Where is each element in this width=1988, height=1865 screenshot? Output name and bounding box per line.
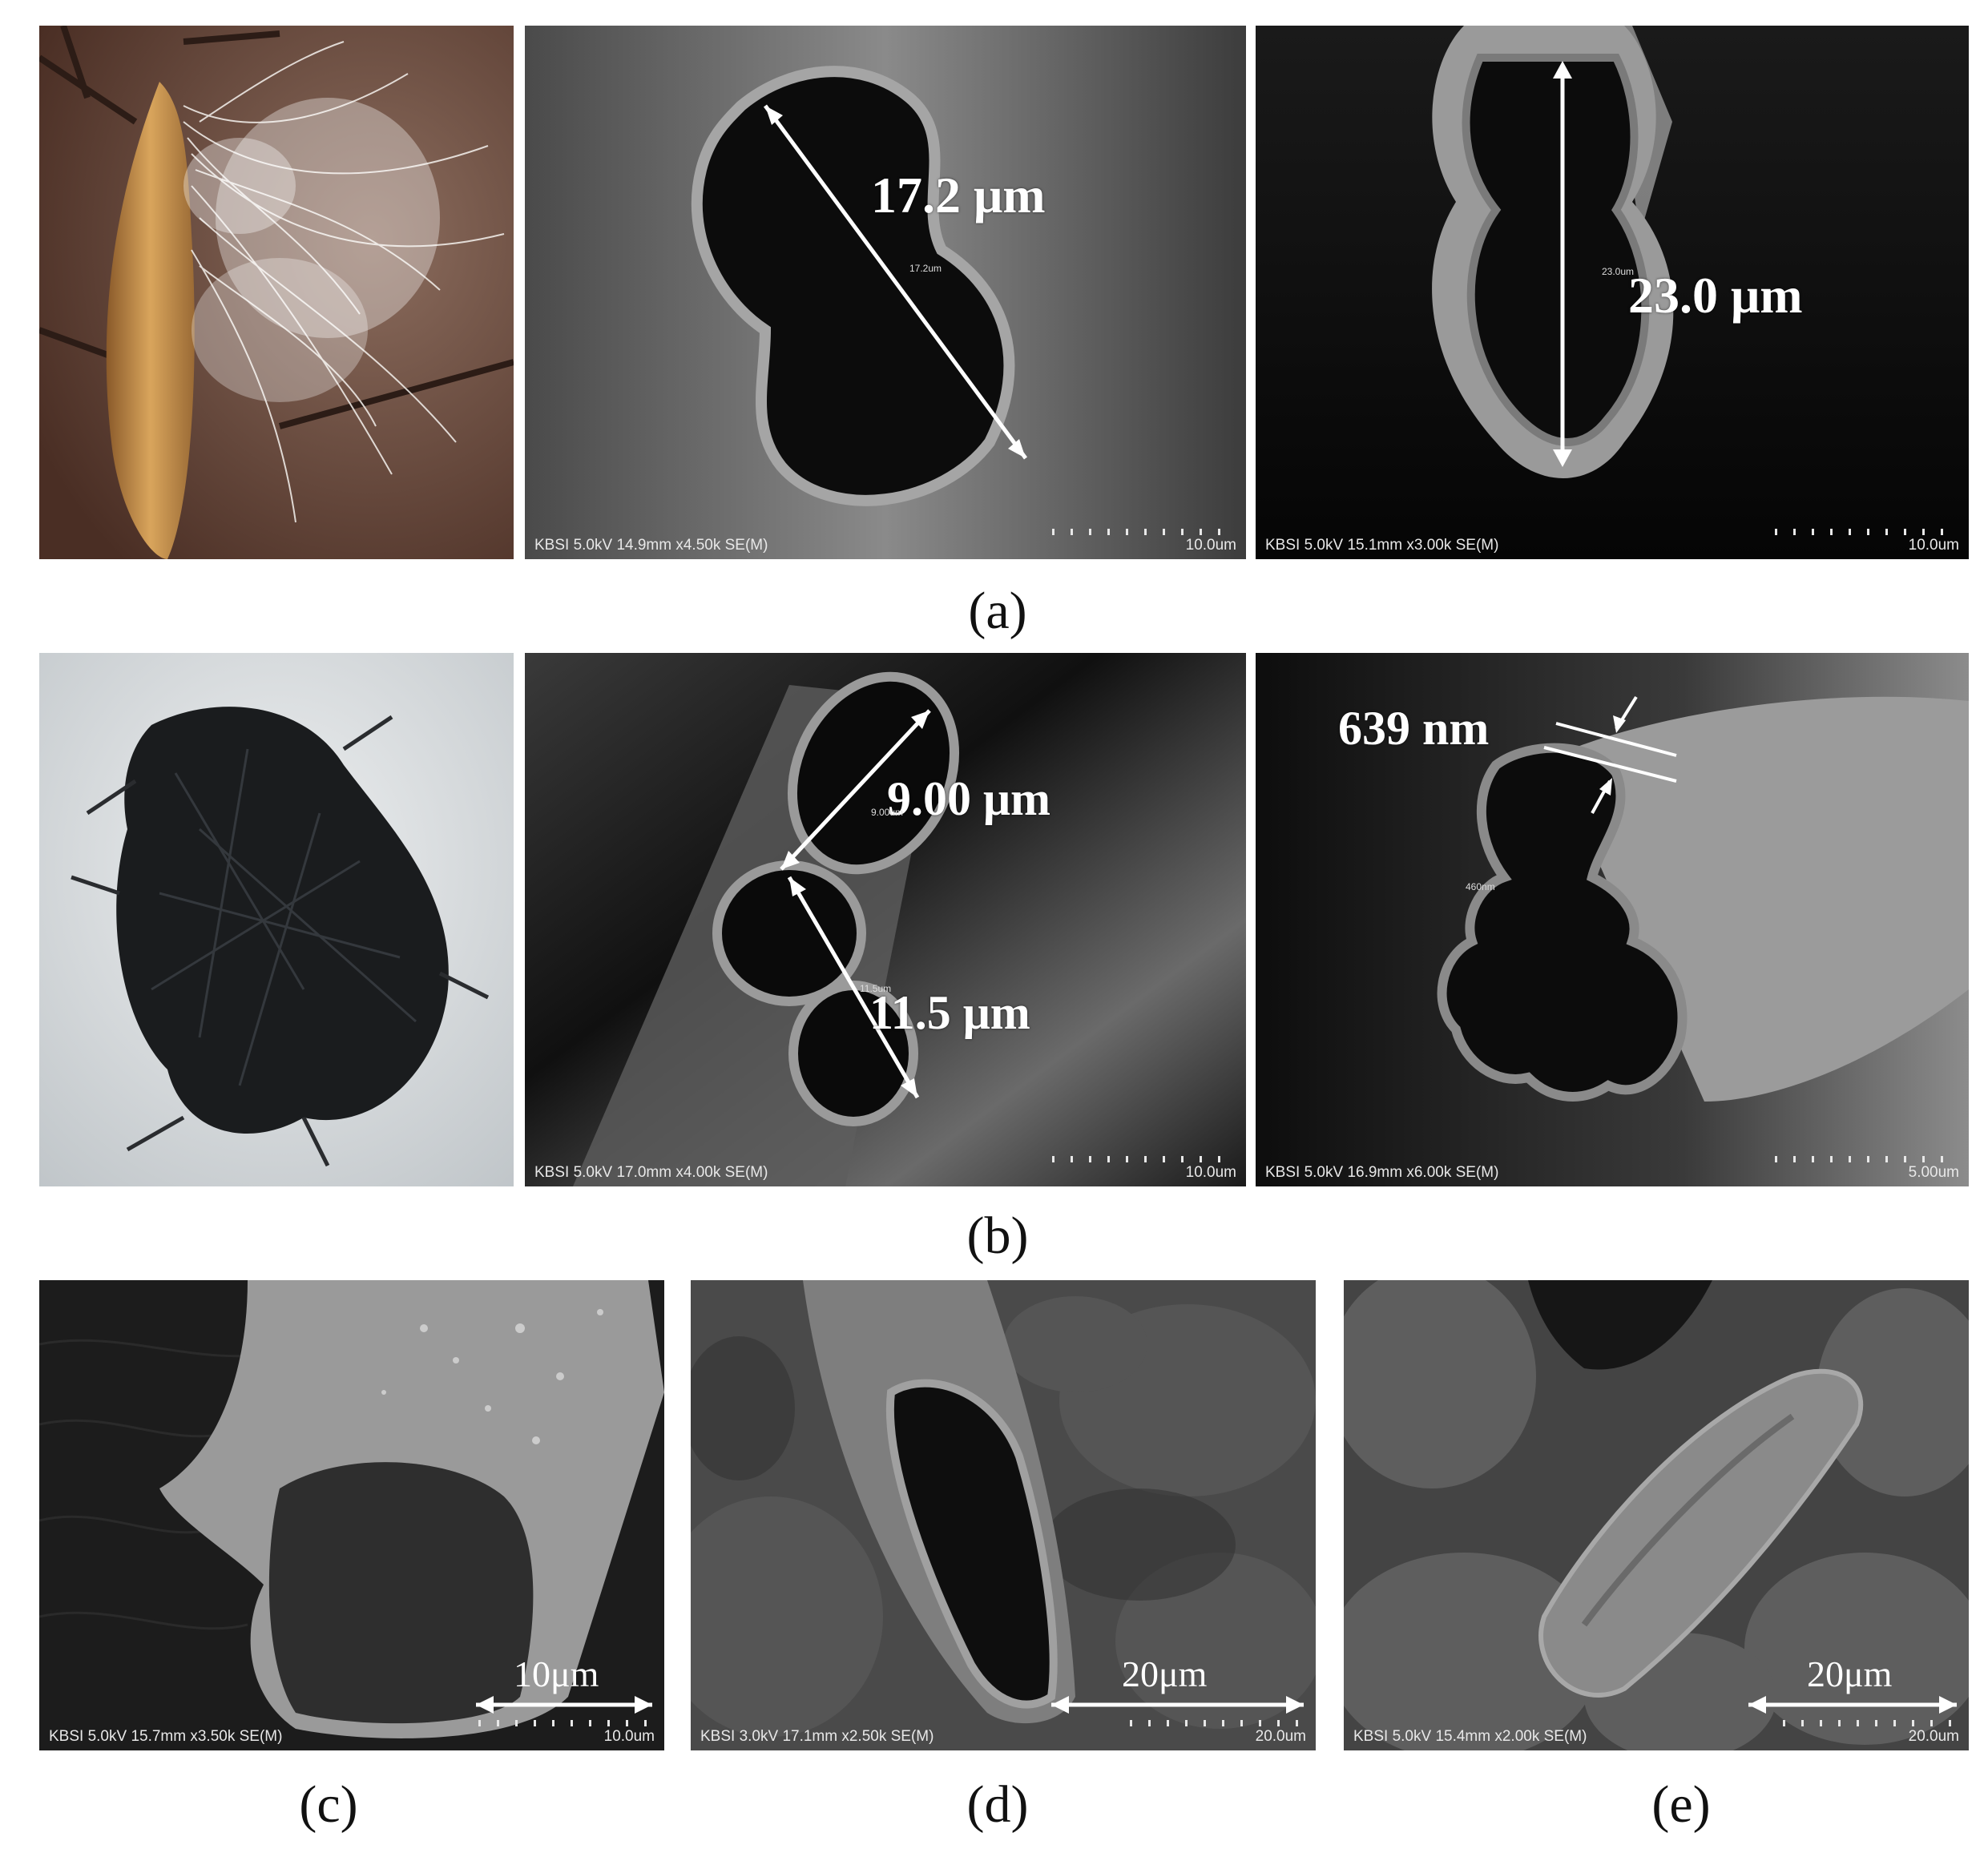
scale-bar-label: 20μm (1122, 1654, 1208, 1694)
collapsed-fiber-cross-section (1437, 743, 1688, 1102)
measurement-label: 23.0 μm (1628, 267, 1803, 324)
scale-ticks (478, 1720, 655, 1726)
sem-info-text: KBSI 5.0kV 16.9mm x6.00k SE(M) (1265, 1164, 1499, 1181)
sem-info-text: KBSI 5.0kV 15.1mm x3.00k SE(M) (1265, 537, 1499, 554)
scale-bar-label: 20μm (1807, 1654, 1893, 1694)
sem-info-bar: KBSI 3.0kV 17.1mm x2.50k SE(M) 20.0um (691, 1720, 1316, 1750)
milkweed-pod-photo (39, 26, 514, 559)
caption-e: (e) (1651, 1775, 1711, 1834)
sem-image-b-2: 639 nm 460nm KBSI 5.0kV 16.9mm x6.00k SE… (1256, 653, 1969, 1186)
sem-image-d: 20μm KBSI 3.0kV 17.1mm x2.50k SE(M) 20.0… (691, 1280, 1316, 1750)
sem-info-bar: KBSI 5.0kV 15.4mm x2.00k SE(M) 20.0um (1344, 1720, 1969, 1750)
sem-info-text: KBSI 5.0kV 14.9mm x4.50k SE(M) (534, 537, 768, 554)
instrument-measurement-label: 17.2um (909, 263, 942, 274)
instrument-measurement-label-bottom: 11.5um (860, 983, 892, 994)
filled-fiber-lumen (268, 1462, 534, 1724)
measurement-label-bottom: 11.5 μm (869, 986, 1030, 1039)
carbon-fiber-photo (39, 653, 514, 1186)
sem-image-c: 10μm KBSI 5.0kV 15.7mm x3.50k SE(M) 10.0… (39, 1280, 664, 1750)
sem-scale-text: 10.0um (1185, 1164, 1236, 1181)
scale-ticks (1130, 1720, 1306, 1726)
sem-scale-text: 10.0um (1185, 537, 1236, 554)
sem-info-bar: KBSI 5.0kV 17.0mm x4.00k SE(M) 10.0um (525, 1156, 1246, 1186)
instrument-measurement-label: 460nm (1466, 881, 1495, 892)
caption-c: (c) (299, 1775, 358, 1834)
sem-info-text: KBSI 5.0kV 15.7mm x3.50k SE(M) (49, 1728, 283, 1745)
sem-info-text: KBSI 3.0kV 17.1mm x2.50k SE(M) (700, 1728, 934, 1745)
collapsed-fiber (1538, 1368, 1864, 1698)
caption-d: (d) (966, 1775, 1029, 1834)
sem-info-bar: KBSI 5.0kV 15.1mm x3.00k SE(M) 10.0um (1256, 529, 1969, 559)
scale-bar-label: 10μm (514, 1654, 599, 1694)
instrument-measurement-label: 23.0um (1602, 266, 1635, 277)
sem-scale-text: 20.0um (1908, 1728, 1959, 1745)
sem-info-text: KBSI 5.0kV 15.4mm x2.00k SE(M) (1353, 1728, 1587, 1745)
fiber-cross-section (1462, 54, 1650, 446)
measurement-label-top: 9.00 μm (887, 772, 1050, 825)
sem-info-bar: KBSI 5.0kV 16.9mm x6.00k SE(M) 5.00um (1256, 1156, 1969, 1186)
sem-image-a-1: 17.2 μm 17.2um KBSI 5.0kV 14.9mm x4.50k … (525, 26, 1246, 559)
measurement-label: 17.2 μm (871, 167, 1046, 224)
measurement-label: 639 nm (1338, 702, 1490, 755)
fiber-cross-section (691, 66, 1015, 506)
scale-ticks (1052, 529, 1236, 535)
scale-ticks (1052, 1156, 1236, 1162)
caption-b: (b) (966, 1206, 1029, 1265)
sem-info-bar: KBSI 5.0kV 15.7mm x3.50k SE(M) 10.0um (39, 1720, 664, 1750)
scale-ticks (1775, 1156, 1959, 1162)
sem-scale-text: 10.0um (1908, 537, 1959, 554)
scale-ticks (1783, 1720, 1959, 1726)
scale-ticks (1775, 529, 1959, 535)
sem-scale-text: 20.0um (1255, 1728, 1306, 1745)
fiber-lumen (886, 1379, 1058, 1709)
sem-info-text: KBSI 5.0kV 17.0mm x4.00k SE(M) (534, 1164, 768, 1181)
caption-a: (a) (968, 582, 1027, 640)
sem-info-bar: KBSI 5.0kV 14.9mm x4.50k SE(M) 10.0um (525, 529, 1246, 559)
fiber-lumen-middle (712, 860, 866, 1006)
sem-image-e: 20μm KBSI 5.0kV 15.4mm x2.00k SE(M) 20.0… (1344, 1280, 1969, 1750)
sem-scale-text: 5.00um (1908, 1164, 1959, 1181)
instrument-measurement-label-top: 9.00um (871, 807, 904, 818)
sem-scale-text: 10.0um (603, 1728, 655, 1745)
sem-image-a-2: 23.0 μm 23.0um KBSI 5.0kV 15.1mm x3.00k … (1256, 26, 1969, 559)
sem-image-b-1: 9.00 μm 11.5 μm 9.00um 11.5um KBSI 5.0kV… (525, 653, 1246, 1186)
